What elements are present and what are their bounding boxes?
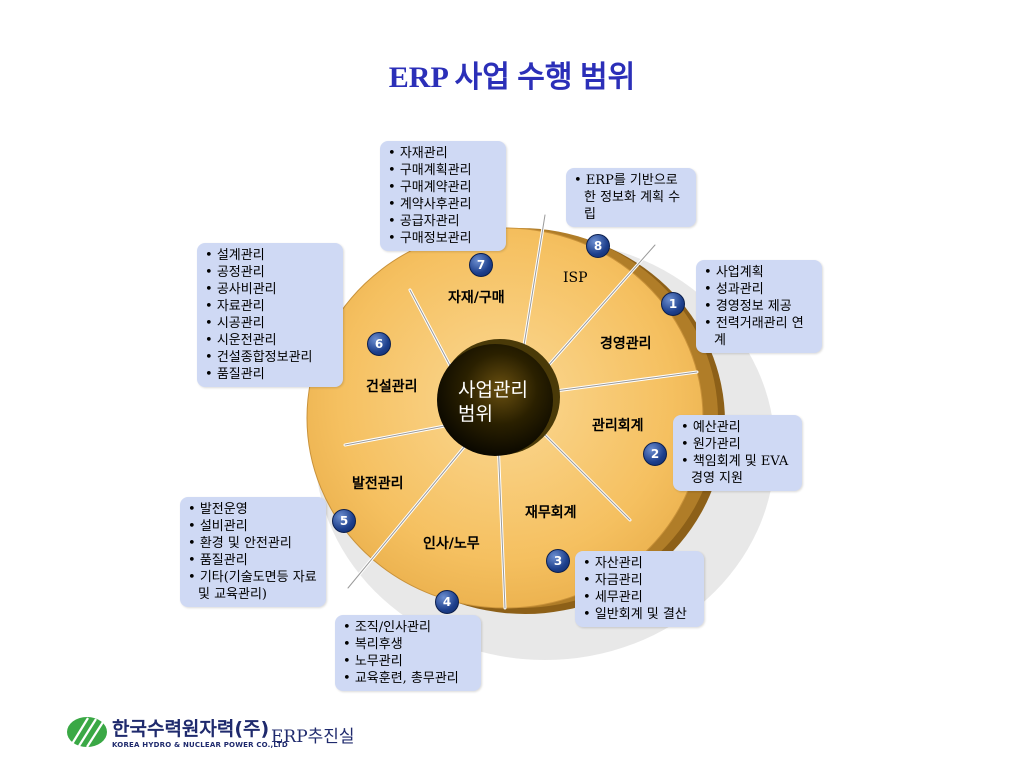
slide-title: ERP 사업 수행 범위: [388, 61, 636, 94]
company-name-kr: 한국수력원자력(주): [112, 718, 270, 740]
detail-box-6: 설계관리 공정관리 공사비관리 자료관리 시공관리 시운전관리 건설종합정보관리…: [197, 243, 343, 387]
center-label-line2: 범위: [458, 403, 493, 425]
detail-item: 자산관리: [583, 555, 696, 572]
detail-item: 구매정보관리: [388, 230, 498, 247]
detail-box-3: 자산관리 자금관리 세무관리 일반회계 및 결산: [575, 551, 704, 627]
detail-item: 자금관리: [583, 572, 696, 589]
detail-item: 일반회계 및 결산: [583, 606, 696, 623]
detail-item: 전력거래관리 연계: [704, 315, 814, 349]
detail-item: ERP를 기반으로 한 정보화 계획 수립: [574, 172, 688, 223]
number-badge-7: 7: [469, 253, 493, 277]
detail-item: 사업계획: [704, 264, 814, 281]
detail-item: 설비관리: [188, 518, 318, 535]
detail-item: 구매계약관리: [388, 179, 498, 196]
detail-item: 조직/인사관리: [343, 619, 473, 636]
detail-item: 시운전관리: [205, 332, 335, 349]
detail-box-1: 사업계획 성과관리 경영정보 제공 전력거래관리 연계: [696, 260, 822, 353]
segment-label-2: 관리회계: [592, 418, 644, 434]
detail-item: 환경 및 안전관리: [188, 535, 318, 552]
number-badge-4: 4: [435, 590, 459, 614]
detail-item: 책임회계 및 EVA 경영 지원: [681, 453, 794, 487]
detail-box-7: 자재관리 구매계획관리 구매계약관리 계약사후관리 공급자관리 구매정보관리: [380, 141, 506, 251]
detail-item: 경영정보 제공: [704, 298, 814, 315]
detail-item: 설계관리: [205, 247, 335, 264]
detail-item: 기타(기술도면등 자료 및 교육관리): [188, 569, 318, 603]
company-name-en: KOREA HYDRO & NUCLEAR POWER CO.,LTD: [112, 741, 288, 749]
center-label: 사업관리 범위: [458, 378, 528, 426]
detail-item: 자재관리: [388, 145, 498, 162]
segment-label-3: 재무회계: [525, 505, 577, 521]
detail-box-4: 조직/인사관리 복리후생 노무관리 교육훈련, 총무관리: [335, 615, 481, 691]
center-label-line1: 사업관리: [458, 379, 528, 401]
department-label: ERP추진실: [271, 727, 355, 747]
detail-item: 계약사후관리: [388, 196, 498, 213]
detail-item: 세무관리: [583, 589, 696, 606]
detail-item: 성과관리: [704, 281, 814, 298]
detail-item: 복리후생: [343, 636, 473, 653]
detail-item: 공정관리: [205, 264, 335, 281]
detail-box-8: ERP를 기반으로 한 정보화 계획 수립: [566, 168, 696, 227]
detail-item: 건설종합정보관리: [205, 349, 335, 366]
detail-item: 자료관리: [205, 298, 335, 315]
detail-item: 예산관리: [681, 419, 794, 436]
detail-item: 교육훈련, 총무관리: [343, 670, 473, 687]
number-badge-5: 5: [332, 509, 356, 533]
segment-label-4: 인사/노무: [423, 536, 480, 552]
segment-label-1: 경영관리: [600, 336, 652, 352]
detail-item: 발전운영: [188, 501, 318, 518]
segment-label-7: 자재/구매: [448, 290, 505, 306]
number-badge-2: 2: [643, 442, 667, 466]
detail-item: 시공관리: [205, 315, 335, 332]
detail-item: 공급자관리: [388, 213, 498, 230]
detail-item: 구매계획관리: [388, 162, 498, 179]
number-badge-1: 1: [661, 292, 685, 316]
company-logo-icon: [67, 717, 107, 748]
hub: [437, 344, 553, 456]
segment-label-5: 발전관리: [352, 476, 404, 492]
detail-item: 품질관리: [188, 552, 318, 569]
detail-box-2: 예산관리 원가관리 책임회계 및 EVA 경영 지원: [673, 415, 802, 491]
detail-box-5: 발전운영 설비관리 환경 및 안전관리 품질관리 기타(기술도면등 자료 및 교…: [180, 497, 326, 607]
detail-item: 품질관리: [205, 366, 335, 383]
segment-label-6: 건설관리: [366, 379, 418, 395]
detail-item: 원가관리: [681, 436, 794, 453]
segment-label-8: ISP: [563, 270, 588, 286]
number-badge-8: 8: [586, 234, 610, 258]
number-badge-3: 3: [546, 549, 570, 573]
detail-item: 노무관리: [343, 653, 473, 670]
detail-item: 공사비관리: [205, 281, 335, 298]
number-badge-6: 6: [367, 332, 391, 356]
